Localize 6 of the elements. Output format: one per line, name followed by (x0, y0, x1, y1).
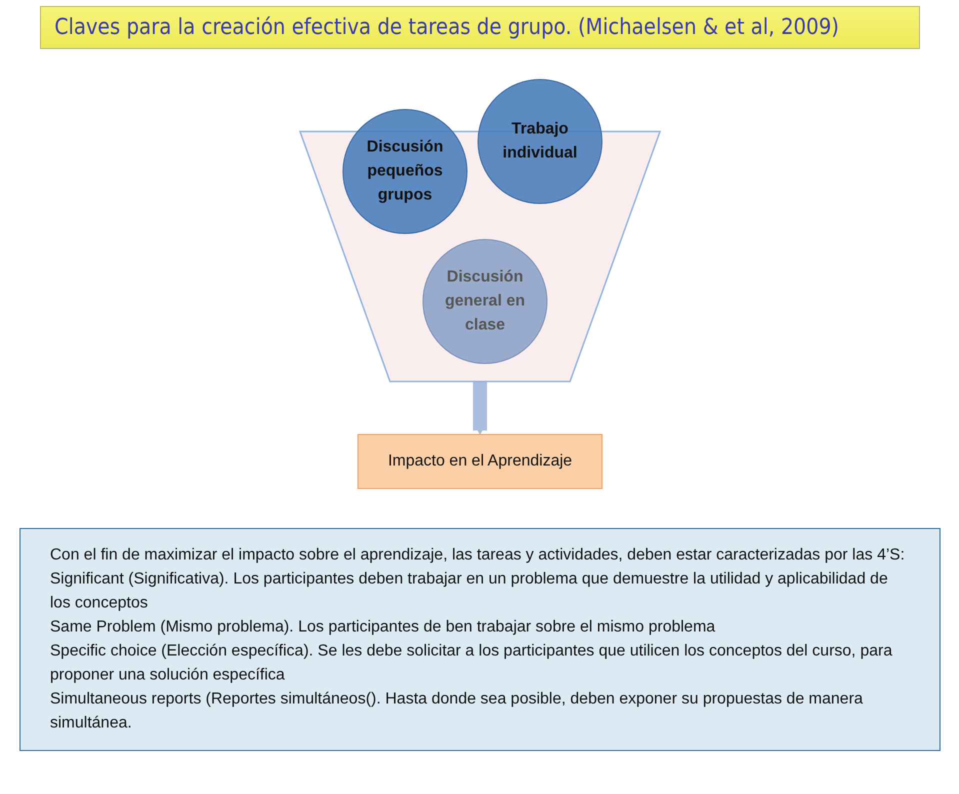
node-circle: Discusión pequeños grupos (342, 109, 467, 234)
node-box: Con el fin de maximizar el impacto sobre el aprendizaje, las tareas y actividades, deben estar caracterizadas por las 4’S: Significant (Significativa). Los participantes deben trabajar en un problema que demuestre la utilidad y aplicabilidad de los conceptos Same Problem (Mismo problema). Los participantes de ben trabajar sobre el mismo problema Specific choice (Elección específica). Se les debe solicitar a los participantes que utilicen los conceptos del curso, para proponer una solución específica Simultaneous reports (Reportes simultáneos(). Hasta donde sea posible, deben exponer su propuestas de manera simultánea. (19, 528, 940, 751)
node-box: Impacto en el Aprendizaje (356, 434, 602, 489)
node-circle: Trabajo individual (477, 79, 602, 204)
arrow (472, 382, 486, 435)
title-banner: Claves para la creación efectiva de tareas de grupo. (Michaelsen & et al, 2009) (40, 6, 920, 49)
